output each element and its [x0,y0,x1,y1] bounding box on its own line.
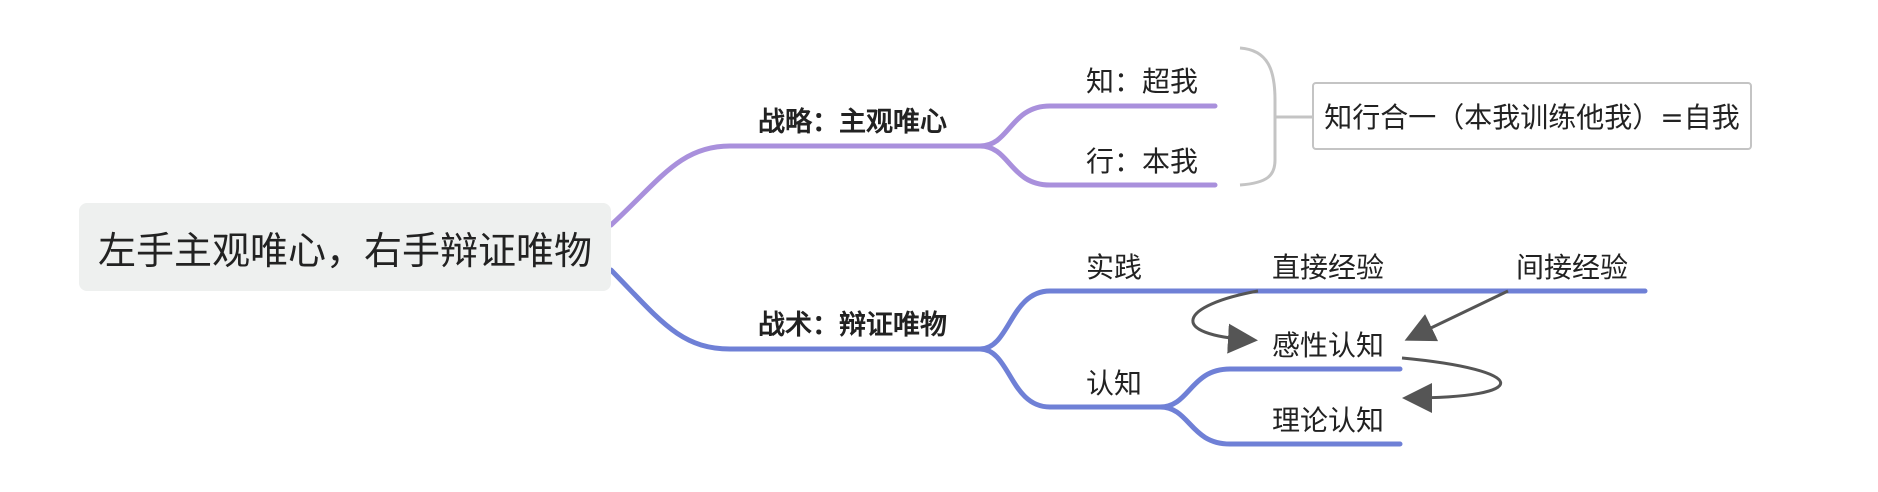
branch-strategy-label[interactable]: 战略：主观唯心 [758,107,947,138]
connector-root-strategy [608,143,983,228]
arrow-direct-to-perceptual [1191,289,1259,354]
summary-node[interactable]: 知行合一（本我训练他我）=自我 [1312,82,1752,150]
node-know-label[interactable]: 知：超我 [1086,65,1199,98]
connector-root-tactics [608,267,983,352]
connector-cognition-theoretical [1157,404,1403,447]
node-practice-label[interactable]: 实践 [1086,251,1143,284]
connector-tactics-practice [977,288,1163,352]
connector-strategy-act [977,143,1218,188]
node-direct-experience-label[interactable]: 直接经验 [1272,251,1385,284]
connector-tactics-cognition [977,346,1163,410]
node-act-label[interactable]: 行：本我 [1086,145,1199,178]
branch-tactics-label[interactable]: 战术：辩证唯物 [758,310,947,341]
node-perceptual-cognition-label[interactable]: 感性认知 [1272,329,1385,362]
root-node[interactable] [79,203,611,291]
node-cognition-label[interactable]: 认知 [1086,367,1143,400]
node-indirect-experience-label[interactable]: 间接经验 [1516,251,1629,284]
connector-cognition-perceptual [1157,366,1403,410]
summary-bracket [1239,46,1277,187]
arrow-perceptual-to-theoretical [1401,356,1503,413]
connector-strategy-know [977,103,1218,149]
node-theoretical-cognition-label[interactable]: 理论认知 [1272,404,1385,437]
arrow-indirect-to-perceptual [1404,289,1509,342]
root-node-label: 左手主观唯心，右手辩证唯物 [97,228,592,273]
